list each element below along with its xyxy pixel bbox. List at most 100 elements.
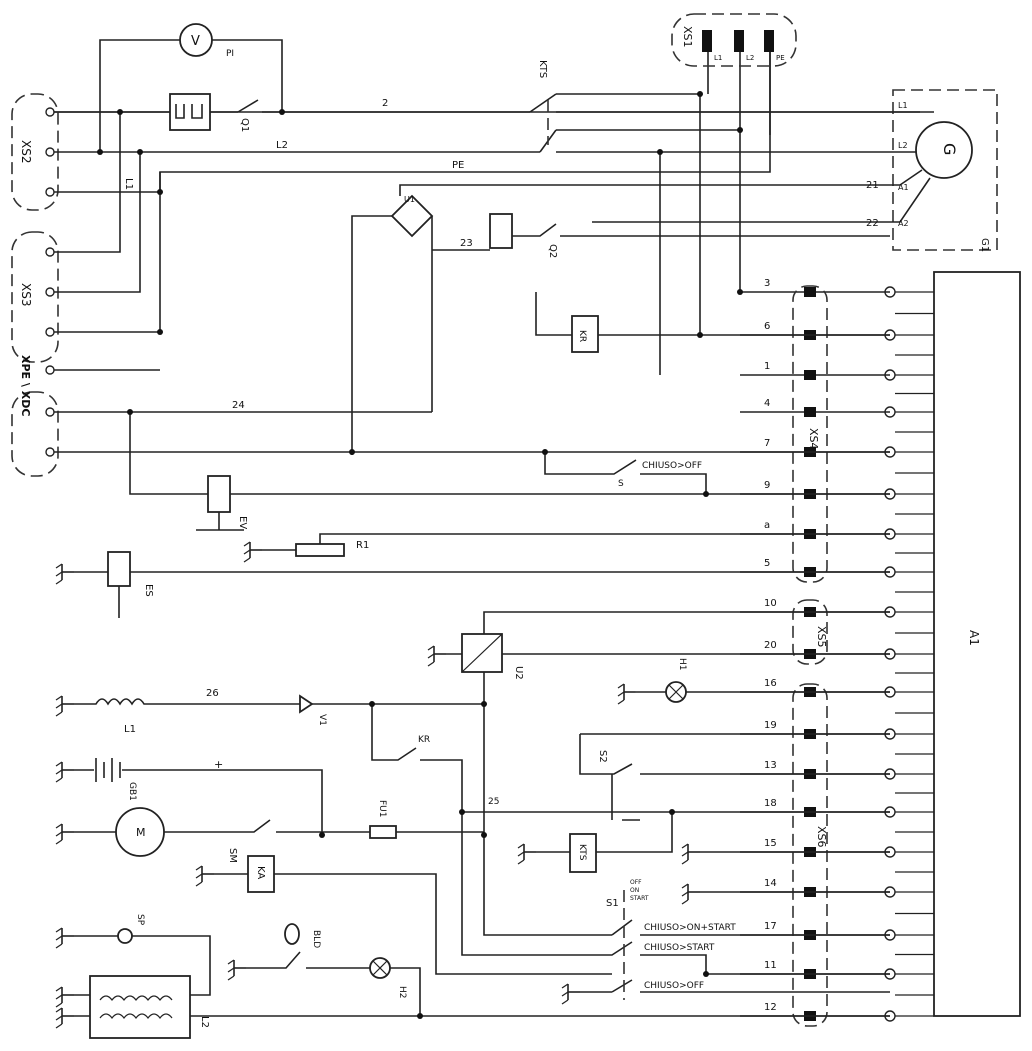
row-number: 5 xyxy=(764,558,770,569)
battery-plus: + xyxy=(214,758,223,771)
resistor-r1-wires xyxy=(262,533,890,551)
kts-top-label: KTS xyxy=(537,60,548,78)
s-tag: S xyxy=(618,479,624,489)
bld-label: BLD xyxy=(311,930,321,948)
motor-wires xyxy=(74,819,612,936)
xs4-label: XS4 xyxy=(807,428,820,450)
junction-dot xyxy=(703,491,709,497)
g1-label: G1 xyxy=(979,238,990,252)
kts-bottom-wires xyxy=(536,812,673,853)
l1-coil-label: L1 xyxy=(124,724,136,735)
wire-22 xyxy=(512,223,890,237)
s1-pos-on: ON xyxy=(630,887,639,894)
fu1-label: FU1 xyxy=(377,800,387,818)
resistor-r1 xyxy=(295,543,345,557)
wire-pe xyxy=(50,50,771,193)
xs1-pin-l1 xyxy=(702,30,712,52)
connector-terminal xyxy=(45,247,55,257)
kr-top-label: KR xyxy=(577,330,587,342)
kr-top-wires xyxy=(535,292,890,336)
ground-icon xyxy=(227,959,246,981)
ka-label: KA xyxy=(255,866,266,879)
connector-xs4-outline xyxy=(792,285,828,583)
s-chiuso-off-label: CHIUSO>OFF xyxy=(642,461,702,471)
xs3-label: XS3 xyxy=(19,283,33,306)
ground-icon xyxy=(427,645,446,667)
connector-terminal xyxy=(45,287,55,297)
junction-dot xyxy=(157,189,163,195)
connector-terminal xyxy=(45,107,55,117)
xs1-pin3-label: PE xyxy=(776,54,785,62)
row-number: 19 xyxy=(764,720,777,731)
l2-top-label: L2 xyxy=(276,140,288,151)
xs1-pin1-label: L1 xyxy=(714,54,722,62)
a1-terminal-strip xyxy=(884,286,934,1022)
connector-terminal xyxy=(45,147,55,157)
diode-v1 xyxy=(299,694,314,714)
junction-dot xyxy=(542,449,548,455)
junction-dot xyxy=(117,109,123,115)
junction-dot xyxy=(697,332,703,338)
gen-term-a1: A1 xyxy=(898,183,909,192)
row-number: 16 xyxy=(764,678,777,689)
ground-symbols xyxy=(55,541,700,1029)
junction-dot xyxy=(459,809,465,815)
connector-xs1-outline xyxy=(671,13,797,67)
xs2-label: XS2 xyxy=(19,140,33,163)
row-number: 4 xyxy=(764,398,770,409)
wire-26 xyxy=(74,698,890,813)
row-number: 3 xyxy=(764,278,770,289)
junction-dot xyxy=(737,127,743,133)
xs1-pin2-label: L2 xyxy=(746,54,754,62)
row-number: 20 xyxy=(764,640,777,651)
wire-l2 xyxy=(50,129,890,375)
switch-s1 xyxy=(461,812,890,993)
u1-label: U1 xyxy=(404,195,415,204)
s1-pos-off: OFF xyxy=(630,879,642,886)
sensor-sp-wires xyxy=(74,935,211,996)
junction-dot xyxy=(697,91,703,97)
sp-label: SP xyxy=(135,914,145,926)
ground-icon xyxy=(55,1007,74,1029)
gb1-label: GB1 xyxy=(127,782,137,801)
ground-icon xyxy=(55,823,74,845)
es-label: ES xyxy=(143,584,154,597)
generator-wires xyxy=(592,111,931,223)
valve-ev-wires xyxy=(190,493,890,531)
l2-bottom-label: L2 xyxy=(199,1016,210,1028)
v1-label: V1 xyxy=(317,714,327,726)
wire-24 xyxy=(50,411,890,495)
ev-label: EV xyxy=(237,516,248,529)
junction-dot xyxy=(737,289,743,295)
ground-icon xyxy=(55,761,74,783)
wire-26-label: 26 xyxy=(206,688,219,699)
connector-xs6-outline xyxy=(792,683,828,1027)
wire-21-label: 21 xyxy=(866,180,879,191)
xpe-label: XPE \ XDC xyxy=(19,355,32,416)
wire-l1 xyxy=(50,93,890,335)
wire-xs3-bridges xyxy=(50,112,141,293)
xs1-pin-l2 xyxy=(734,30,744,52)
voltmeter-symbol: V xyxy=(191,34,200,49)
relay-kts-bottom xyxy=(569,833,597,873)
switch-bld-wires xyxy=(246,951,421,1016)
connector-terminal xyxy=(45,365,55,375)
row-number: 17 xyxy=(764,921,777,932)
connector-terminal xyxy=(45,327,55,337)
junction-dots xyxy=(97,91,743,1019)
fuse-fu1 xyxy=(369,825,397,839)
connector-pin xyxy=(804,407,816,417)
wire-24-label: 24 xyxy=(232,400,245,411)
sensor-es xyxy=(107,551,131,587)
ground-icon xyxy=(195,865,214,887)
ground-icon xyxy=(243,541,262,563)
connector-xs5-outline xyxy=(792,599,828,665)
chiuso-on-start-label: CHIUSO>ON+START xyxy=(644,923,736,933)
s2-label: S2 xyxy=(597,750,608,763)
row-number: 13 xyxy=(764,760,777,771)
junction-dot xyxy=(481,832,487,838)
xs1-pin-pe xyxy=(764,30,774,52)
xs6-label: XS6 xyxy=(815,826,828,848)
connector-terminal xyxy=(45,187,55,197)
